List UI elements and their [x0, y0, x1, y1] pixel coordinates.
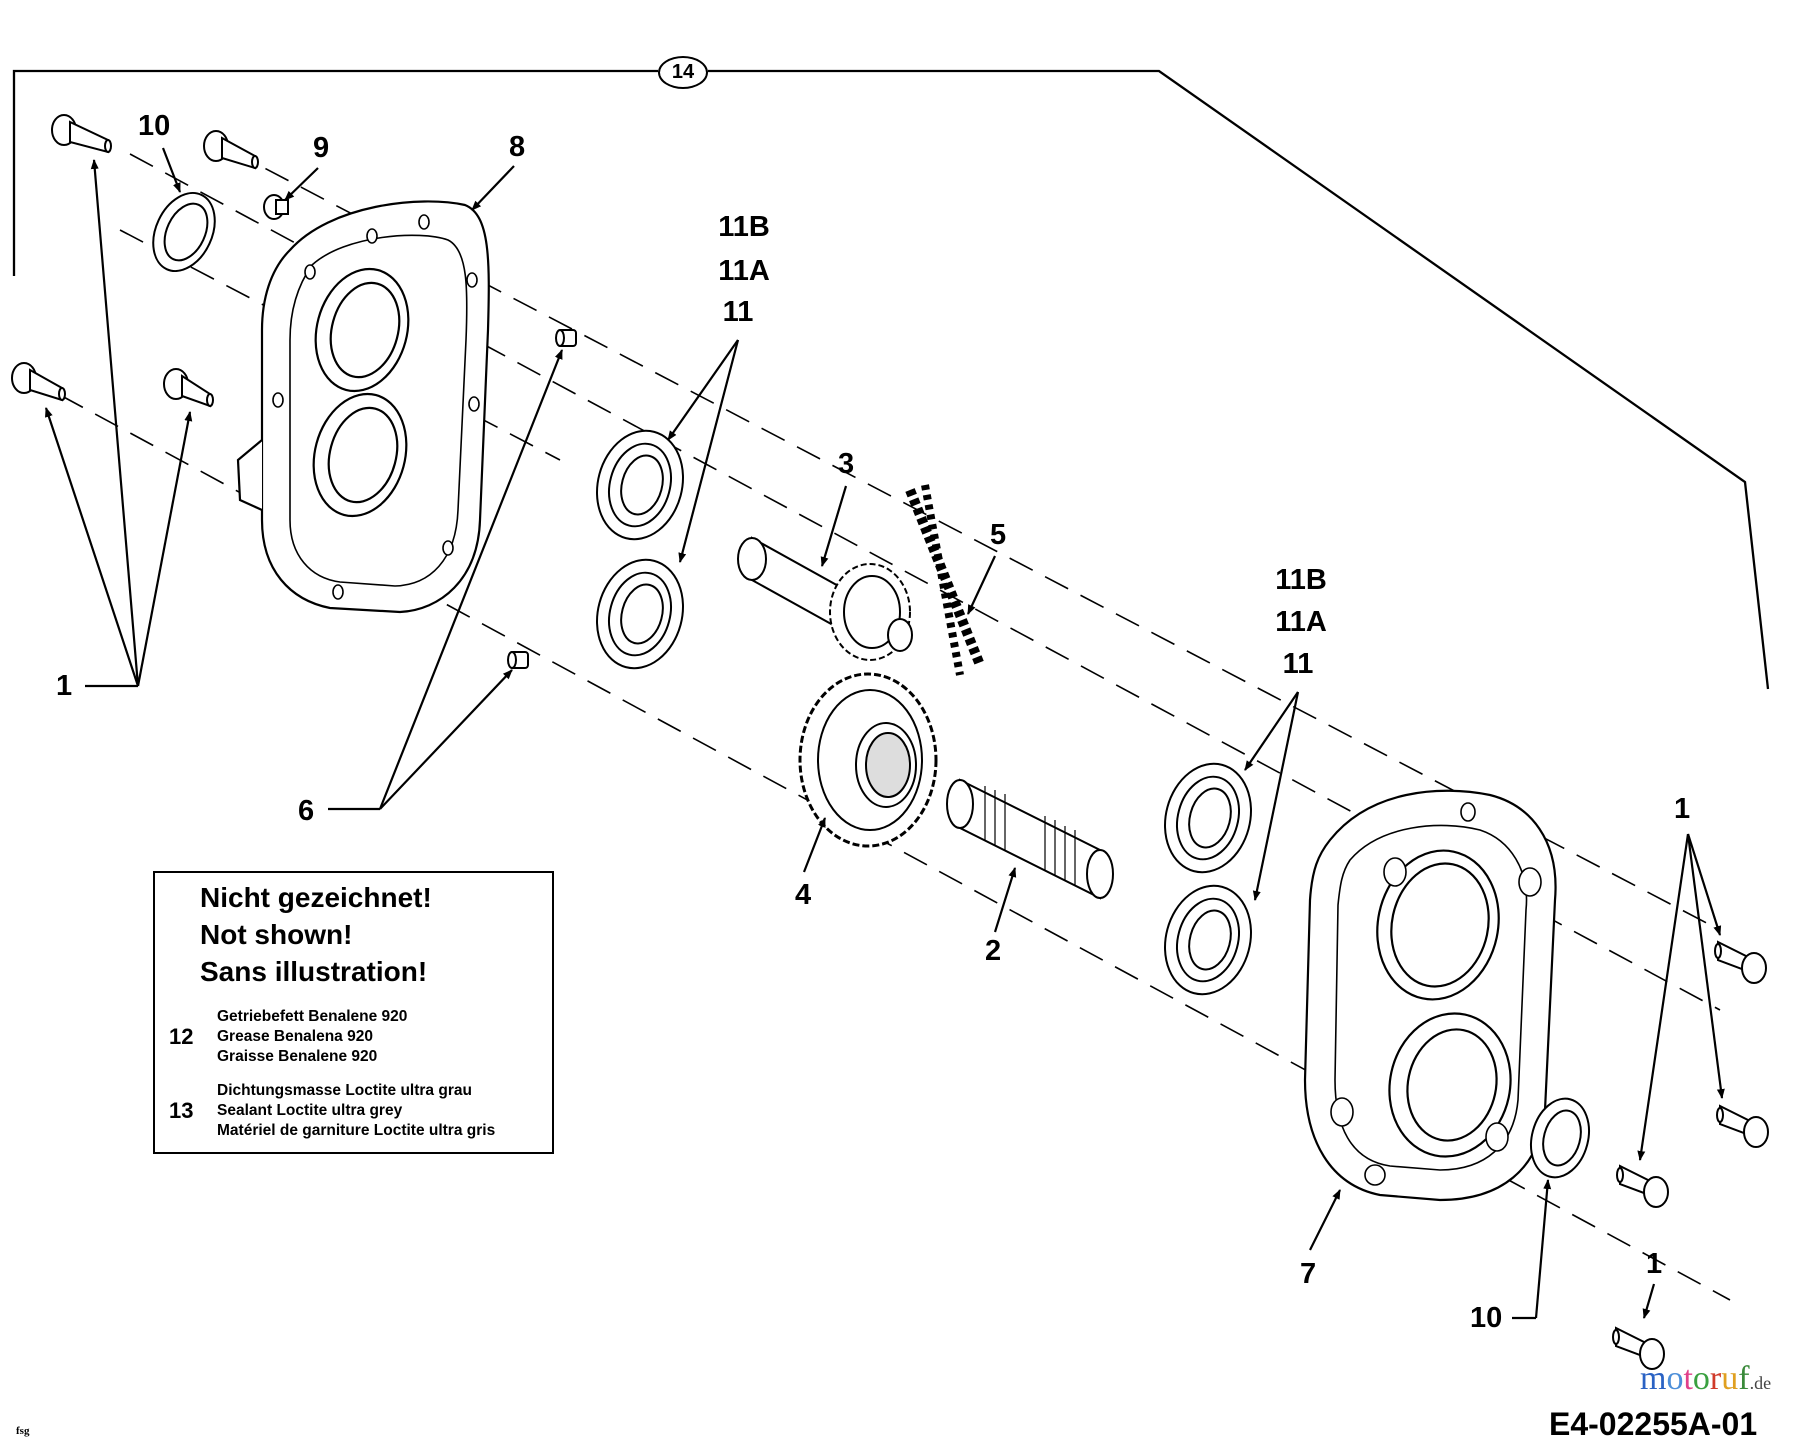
flange-bolt-right-lower [1716, 1104, 1769, 1148]
not-shown-item-number: 12 [169, 1024, 194, 1049]
not-shown-headings: Nicht gezeichnet! Not shown! Sans illust… [200, 879, 432, 990]
flange-bolt-right-bottom [1612, 1326, 1665, 1370]
leader-lines [44, 147, 1725, 1320]
not-shown-item-description: Getriebefett Benalene 920 Grease Benalen… [217, 1007, 407, 1067]
ball-bearing-upper-a [596, 429, 684, 541]
splined-input-shaft [946, 778, 1114, 900]
label-bolt-bottom: 1 [1646, 1248, 1663, 1280]
drawing-code: E4-02255A-01 [1549, 1406, 1758, 1442]
drive-chain [905, 484, 985, 676]
description-line-en: Sealant Loctite ultra grey [217, 1102, 403, 1119]
flange-bolt-left-lower-b [163, 368, 214, 408]
flange-bolt-left-lower-a [11, 362, 66, 402]
ball-bearing-upper-b [596, 558, 684, 670]
not-shown-item-description: Dichtungsmasse Loctite ultra grau Sealan… [217, 1081, 495, 1141]
label-bearing-upper-11b: 11B [718, 211, 770, 243]
label-bearing-upper-11: 11 [722, 296, 754, 328]
not-shown-legend-box: Nicht gezeichnet! Not shown! Sans illust… [153, 871, 554, 1154]
watermark-letter: r [1709, 1360, 1722, 1397]
label-bolt-left: 1 [56, 670, 73, 702]
description-line-en: Grease Benalena 920 [217, 1028, 373, 1045]
sprocket-lower [798, 672, 938, 848]
assembly-bracket-line [12, 69, 1770, 690]
description-line-de: Getriebefett Benalene 920 [217, 1008, 408, 1025]
label-sprocket-lower: 4 [795, 879, 812, 911]
not-shown-item: 13 Dichtungsmasse Loctite ultra grau Sea… [169, 1081, 495, 1141]
dowel-pin-lower [507, 651, 529, 669]
dowel-pin-upper [555, 329, 577, 347]
label-seal-right: 10 [1470, 1302, 1503, 1334]
motoruf-watermark-logo: motoruf.de [1640, 1362, 1771, 1396]
watermark-letter: f [1738, 1360, 1750, 1397]
label-input-shaft: 2 [985, 935, 1002, 967]
assembly-callout-14: 14 [658, 56, 708, 89]
watermark-letter: o [1666, 1360, 1684, 1397]
not-shown-heading-en: Not shown! [200, 919, 353, 950]
drain-plug [263, 194, 289, 220]
label-cover-right: 7 [1300, 1258, 1317, 1290]
label-bearing-lower-11: 11 [1282, 648, 1314, 680]
oil-seal-left [152, 192, 216, 272]
gear-case-cover-left [236, 200, 490, 614]
not-shown-heading-fr: Sans illustration! [200, 956, 428, 987]
ball-bearing-lower-b [1164, 884, 1252, 996]
label-sprocket-upper: 3 [838, 448, 855, 480]
label-seal-left: 10 [138, 110, 171, 142]
flange-bolt-left-upper [203, 130, 259, 170]
description-line-fr: Matériel de garniture Loctite ultra gris [217, 1122, 496, 1139]
label-bearing-upper-11a: 11A [718, 255, 770, 287]
watermark-tld: .de [1749, 1373, 1772, 1393]
gear-case-cover-right [1303, 789, 1557, 1202]
label-chain: 5 [990, 519, 1007, 551]
ball-bearing-lower-a [1164, 762, 1252, 874]
watermark-letter: m [1640, 1360, 1667, 1397]
label-plug: 9 [313, 132, 330, 164]
label-bearing-lower-11a: 11A [1275, 606, 1327, 638]
flange-bolt-left-top [51, 114, 112, 154]
label-bearing-lower-11b: 11B [1275, 564, 1327, 596]
description-line-de: Dichtungsmasse Loctite ultra grau [217, 1082, 472, 1099]
not-shown-item-number: 13 [169, 1098, 194, 1123]
oil-seal-right [1530, 1097, 1590, 1179]
watermark-letter: t [1683, 1360, 1693, 1397]
flange-bolt-right-upper [1714, 940, 1767, 984]
label-cover-left: 8 [509, 131, 526, 163]
watermark-letter: u [1721, 1360, 1739, 1397]
author-initials: fsg [16, 1425, 30, 1437]
flange-bolt-right-mid [1616, 1164, 1669, 1208]
label-bolt-right: 1 [1674, 793, 1691, 825]
label-dowel-pin: 6 [298, 795, 315, 827]
not-shown-heading-de: Nicht gezeichnet! [200, 882, 432, 913]
watermark-letter: o [1692, 1360, 1710, 1397]
description-line-fr: Graisse Benalene 920 [217, 1048, 378, 1065]
sprocket-shaft-upper [737, 536, 913, 661]
not-shown-item: 12 Getriebefett Benalene 920 Grease Bena… [169, 1007, 407, 1067]
